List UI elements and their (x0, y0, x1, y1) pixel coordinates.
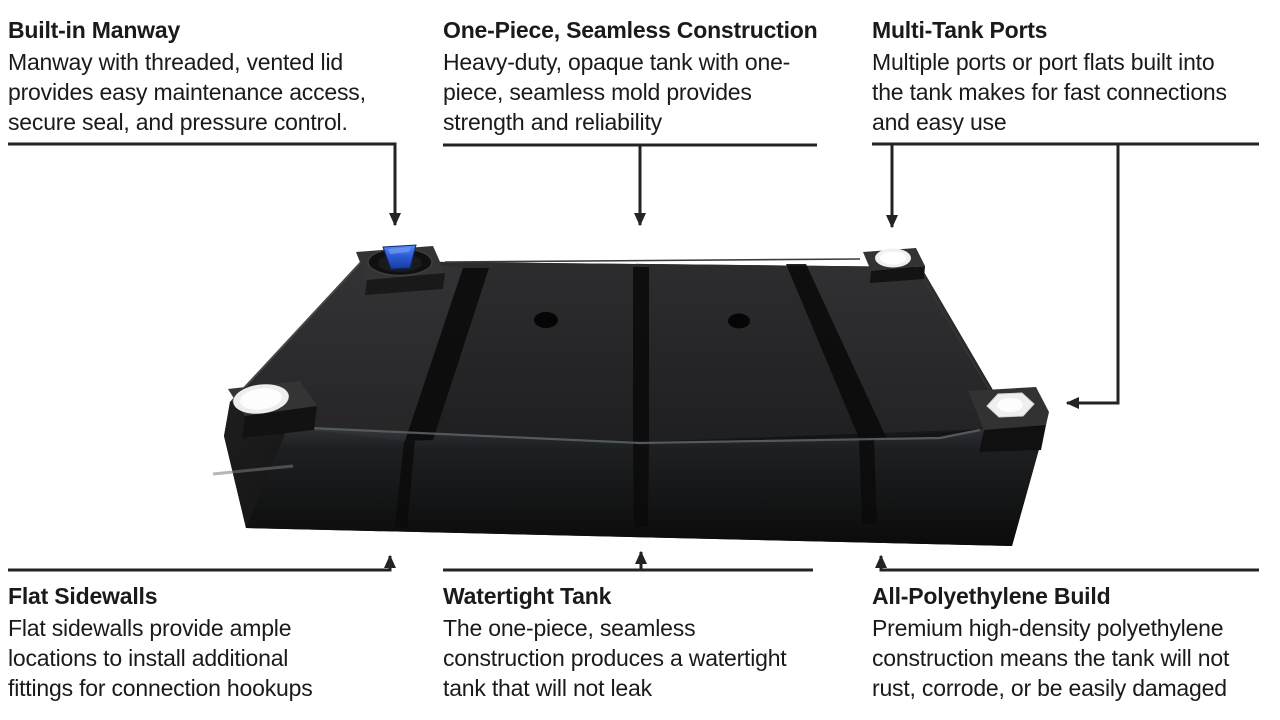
manway (356, 244, 445, 295)
callout-line-sidewalls (8, 554, 396, 572)
front-left-port-block (228, 381, 317, 438)
callout-title: Built-in Manway (8, 17, 181, 43)
callout-title: Multi-Tank Ports (872, 17, 1048, 43)
back-edge (444, 258, 861, 263)
callout-line-ports-front (1065, 144, 1120, 409)
front-left-port-block-front (242, 406, 317, 438)
callout-line-polyethylene (875, 554, 1259, 572)
shoulder-highlight (287, 425, 981, 445)
callout-one-piece-construction: One-Piece, Seamless Construction Heavy-d… (443, 15, 843, 137)
callout-body: Premium high-density polyethylene constr… (872, 615, 1230, 701)
front-right-port-block-front (979, 425, 1046, 452)
left-ridge (231, 260, 363, 402)
front-right-port-block (968, 387, 1049, 452)
front-seam-center (633, 442, 649, 527)
front-right-port-cap-inner (997, 398, 1023, 412)
tank-body (212, 244, 1049, 546)
callout-multi-tank-ports: Multi-Tank Ports Multiple ports or port … (872, 15, 1278, 137)
front-left-port-cap-inner (240, 388, 282, 410)
manway-platform-front (365, 273, 445, 295)
center-seam-top (633, 267, 649, 442)
right-top-edge (917, 269, 994, 397)
rear-right-port-block (863, 248, 925, 283)
callout-title: One-Piece, Seamless Construction (443, 17, 818, 43)
top-opening-right (728, 313, 750, 329)
rear-right-port-cap-inner (880, 251, 906, 265)
callout-body: Flat sidewalls provide ample locations t… (8, 615, 313, 701)
callout-title: Flat Sidewalls (8, 583, 158, 609)
callout-line-manway (8, 142, 401, 227)
left-ledge-highlight (212, 464, 294, 476)
callout-title: Watertight Tank (443, 583, 612, 609)
manway-blue-lid-highlight (388, 247, 411, 254)
front-seam-left (395, 441, 415, 528)
rear-right-port-block-front (870, 266, 925, 283)
callout-watertight-tank: Watertight Tank The one-piece, seamless … (443, 581, 843, 703)
top-groove-right (786, 264, 886, 438)
callout-body: Multiple ports or port flats built into … (872, 49, 1227, 135)
callout-title: All-Polyethylene Build (872, 583, 1111, 609)
callout-body: Manway with threaded, vented lid provide… (8, 49, 366, 135)
callout-flat-sidewalls: Flat Sidewalls Flat sidewalls provide am… (8, 581, 428, 703)
top-groove-left (405, 268, 489, 441)
callout-body: Heavy-duty, opaque tank with one- piece,… (443, 49, 791, 135)
callout-body: The one-piece, seamless construction pro… (443, 615, 787, 701)
callout-built-in-manway: Built-in Manway Manway with threaded, ve… (8, 15, 428, 137)
front-seam-right (859, 438, 877, 524)
top-opening-left (534, 312, 558, 328)
callout-all-polyethylene-build: All-Polyethylene Build Premium high-dens… (872, 581, 1278, 703)
